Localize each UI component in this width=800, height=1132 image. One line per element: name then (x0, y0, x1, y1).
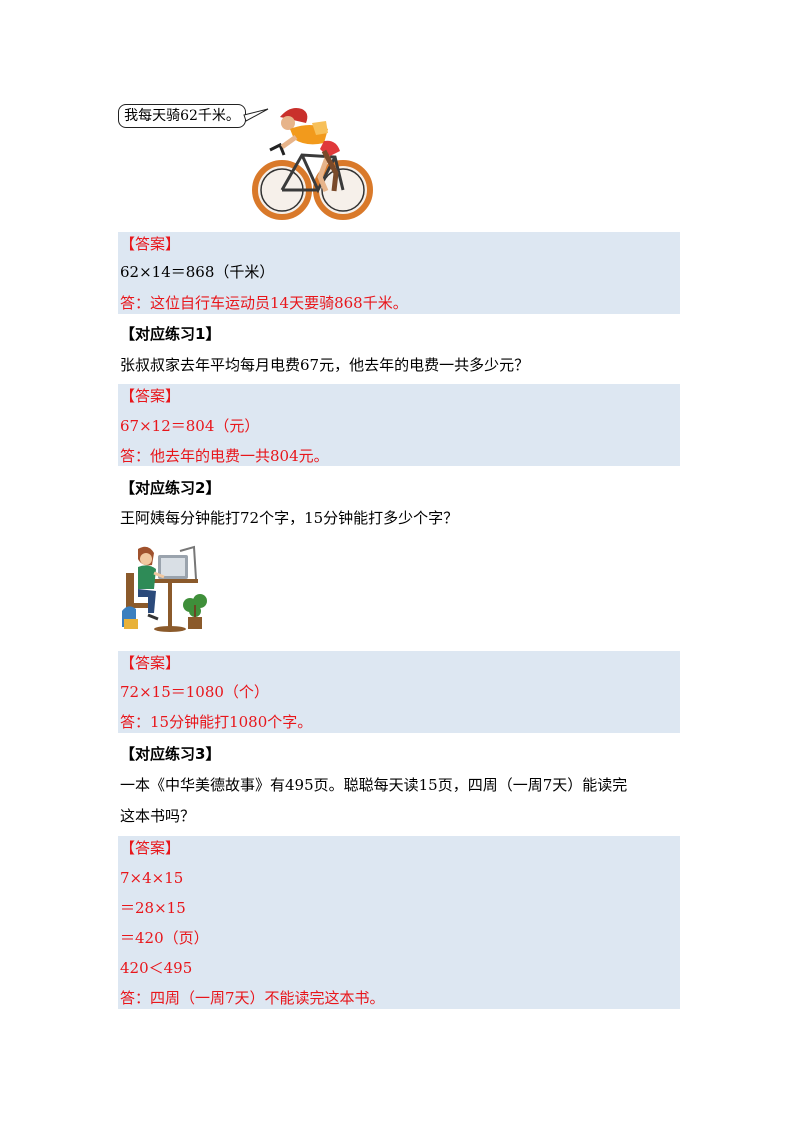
step-4: 420＜495 (120, 959, 193, 977)
answer-1: 答：他去年的电费一共804元。 (120, 447, 329, 465)
answer-label: 【答案】 (120, 387, 181, 405)
answer-box-3 (118, 836, 680, 1009)
equation-0: 62×14＝868（千米） (120, 263, 275, 281)
step-3: ＝420（页） (120, 929, 209, 947)
question-3-line1: 一本《中华美德故事》有495页。聪聪每天读15页，四周（一周7天）能读完 (120, 776, 628, 794)
question-3-line2: 这本书吗？ (120, 807, 196, 825)
step-1: 7×4×15 (120, 869, 184, 887)
answer-0: 答：这位自行车运动员14天要骑868千米。 (120, 294, 408, 312)
cyclist-illustration (243, 108, 373, 220)
equation-2: 72×15＝1080（个） (120, 683, 269, 701)
step-2: ＝28×15 (120, 899, 186, 917)
exercise-heading-1: 【对应练习1】 (120, 325, 221, 343)
answer-2: 答：15分钟能打1080个字。 (120, 713, 313, 731)
answer-box-0 (118, 232, 680, 314)
answer-box-1 (118, 384, 680, 466)
exercise-heading-3: 【对应练习3】 (120, 745, 221, 763)
question-1: 张叔叔家去年平均每月电费67元，他去年的电费一共多少元？ (120, 356, 530, 374)
equation-1: 67×12＝804（元） (120, 417, 260, 435)
answer-3: 答：四周（一周7天）不能读完这本书。 (120, 989, 385, 1007)
question-2: 王阿姨每分钟能打72个字，15分钟能打多少个字？ (120, 509, 459, 527)
answer-label: 【答案】 (120, 235, 181, 253)
answer-box-2 (118, 651, 680, 733)
speech-bubble: 我每天骑62千米。 (118, 104, 246, 128)
exercise-heading-2: 【对应练习2】 (120, 479, 221, 497)
typist-illustration (122, 545, 207, 632)
answer-label: 【答案】 (120, 654, 181, 672)
answer-label: 【答案】 (120, 839, 181, 857)
